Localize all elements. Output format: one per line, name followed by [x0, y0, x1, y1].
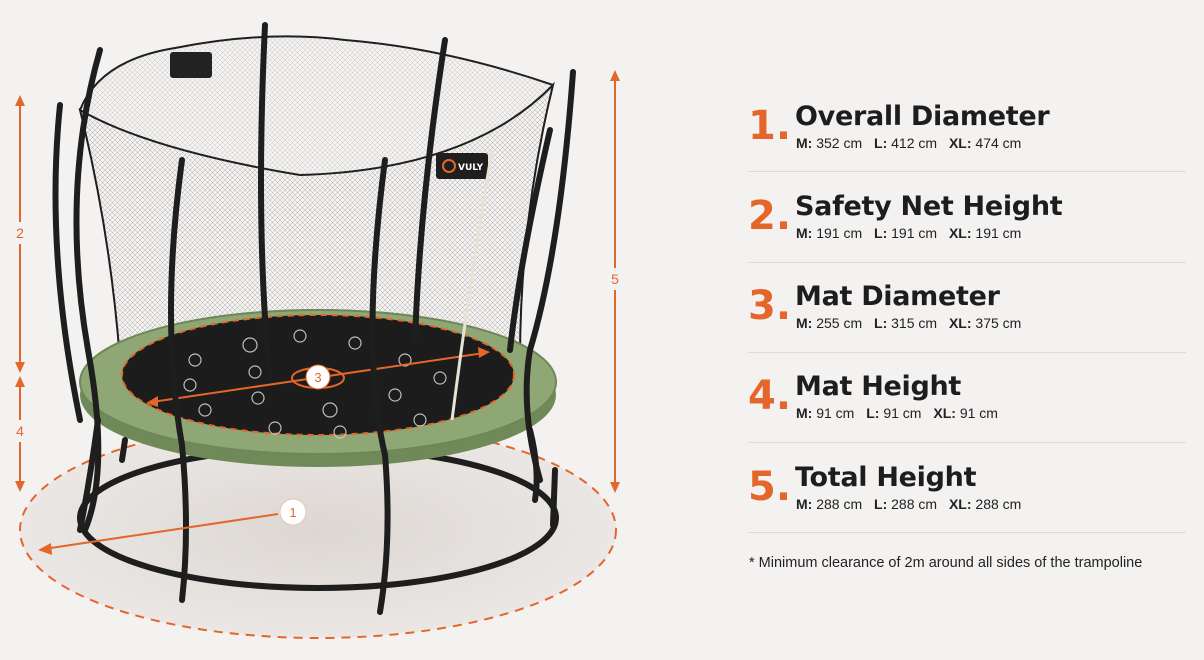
marker-3-label: 3 — [314, 370, 321, 385]
floor-clearance-area — [20, 422, 616, 638]
marker-5-label: 5 — [611, 271, 619, 287]
clearance-footnote: * Minimum clearance of 2m around all sid… — [749, 555, 1143, 571]
overall-diameter-arrow — [43, 513, 279, 550]
marker-2-label: 2 — [16, 225, 24, 241]
spec-sizes: M: 288 cm L: 288 cm XL: 288 cm — [796, 496, 1022, 512]
spec-sizes: M: 255 cm L: 315 cm XL: 375 cm — [796, 315, 1022, 331]
divider — [748, 532, 1186, 533]
spec-total-height: 5. Total Height M: 288 cm L: 288 cm XL: … — [748, 462, 1188, 557]
divider — [748, 171, 1186, 172]
marker-4-label: 4 — [16, 423, 24, 439]
spec-title: Mat Diameter — [795, 281, 1000, 312]
spec-title: Total Height — [795, 462, 977, 493]
spec-overall-diameter: 1. Overall Diameter M: 352 cm L: 412 cm … — [748, 101, 1188, 196]
spec-number: 1. — [748, 103, 792, 149]
marker-3-badge: 3 — [305, 364, 331, 390]
spec-safety-net-height: 2. Safety Net Height M: 191 cm L: 191 cm… — [748, 191, 1188, 286]
brand-logo-text: VULY — [458, 163, 484, 173]
spec-sizes: M: 352 cm L: 412 cm XL: 474 cm — [796, 135, 1022, 151]
frame-poles — [52, 22, 576, 615]
divider — [748, 352, 1186, 353]
spec-title: Safety Net Height — [795, 191, 1063, 222]
spec-number: 3. — [748, 283, 792, 329]
spec-number: 4. — [748, 373, 792, 419]
spec-number: 2. — [748, 193, 792, 239]
spec-mat-height: 4. Mat Height M: 91 cm L: 91 cm XL: 91 c… — [748, 371, 1188, 466]
spec-sizes: M: 91 cm L: 91 cm XL: 91 cm — [796, 405, 998, 421]
divider — [748, 442, 1186, 443]
trampoline-illustration: VULY 2 4 5 1 3 — [15, 22, 620, 639]
spec-sizes: M: 191 cm L: 191 cm XL: 191 cm — [796, 225, 1022, 241]
spec-title: Overall Diameter — [795, 101, 1050, 132]
spec-title: Mat Height — [795, 371, 962, 402]
mat-doodles — [183, 329, 447, 439]
marker-1-label: 1 — [289, 505, 296, 520]
frame-legs — [77, 417, 558, 533]
brand-tag: VULY — [436, 153, 488, 179]
spec-mat-diameter: 3. Mat Diameter M: 255 cm L: 315 cm XL: … — [748, 281, 1188, 376]
divider — [748, 262, 1186, 263]
net-pocket — [170, 52, 212, 78]
spec-number: 5. — [748, 464, 792, 510]
marker-1-badge: 1 — [279, 498, 307, 526]
